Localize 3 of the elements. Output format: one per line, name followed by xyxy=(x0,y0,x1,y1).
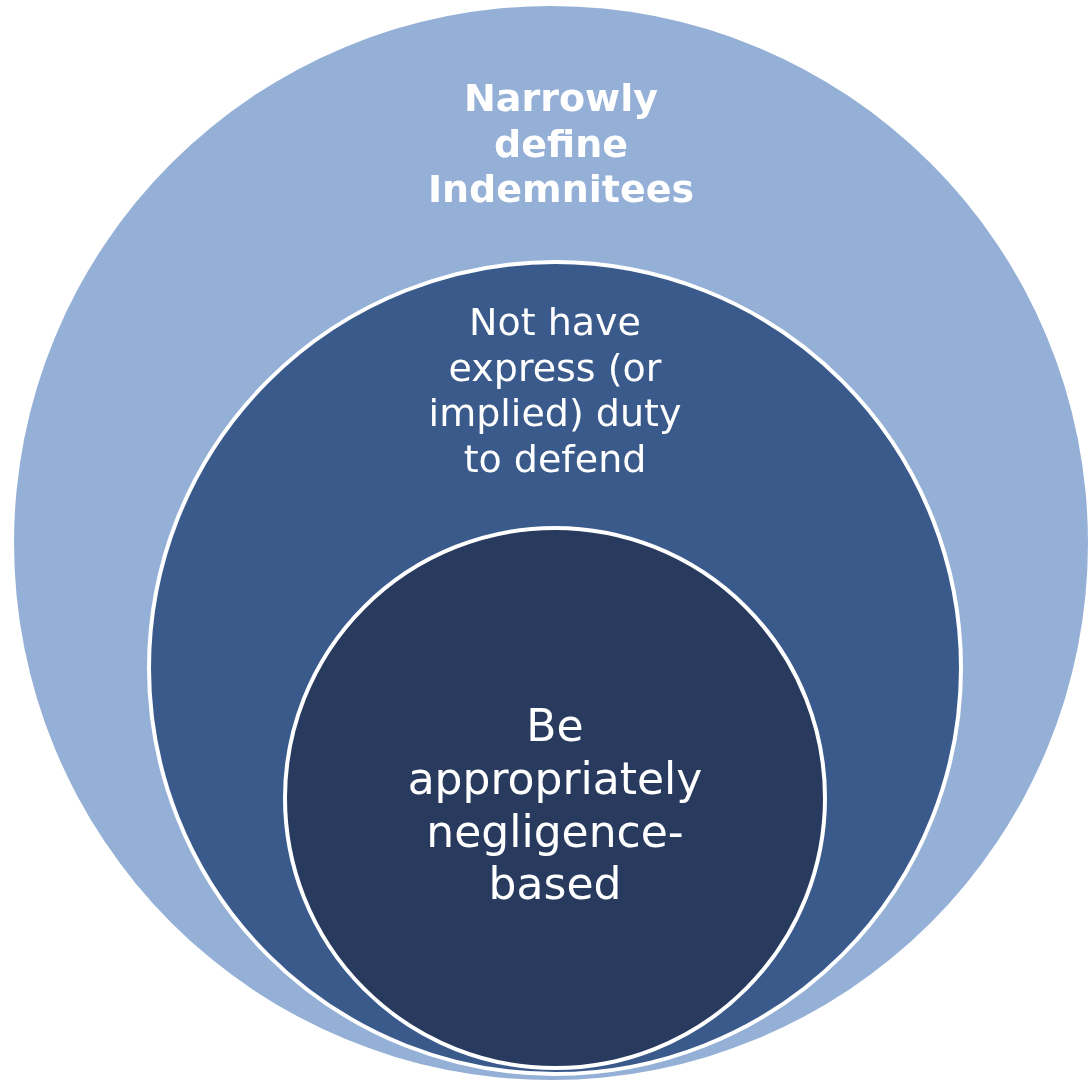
circle-label: Not have express (or implied) duty to defend xyxy=(427,300,683,483)
circle-label: Be appropriately negligence-based xyxy=(406,700,704,912)
circle-label: Narrowly define Indemnitees xyxy=(426,76,696,213)
